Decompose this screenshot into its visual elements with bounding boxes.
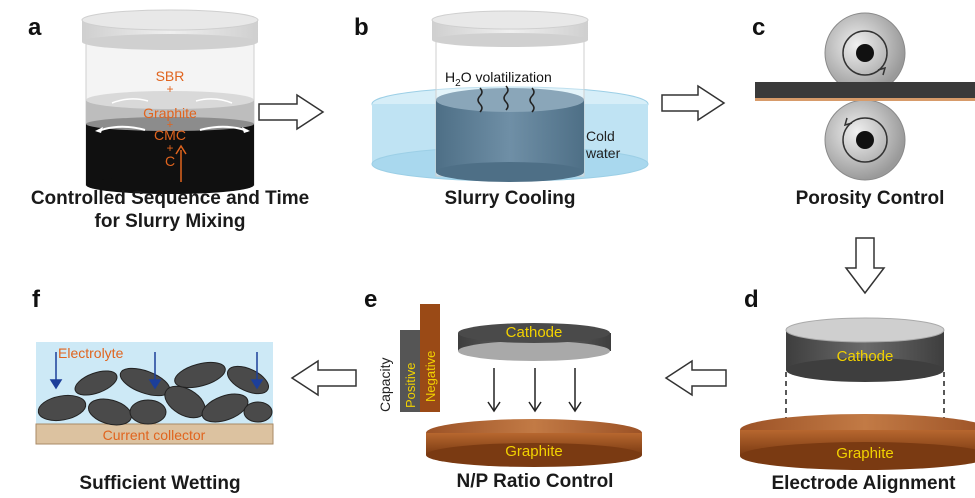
volatilization-label: H2O volatilization [445, 69, 552, 89]
cooling-bath: H2O volatilization Cold water [371, 10, 649, 182]
panel-letter-f: f [32, 286, 40, 313]
graphite-label: Graphite [836, 445, 894, 462]
plus-label: + [166, 82, 173, 96]
graphite-label: Graphite [505, 443, 563, 460]
caption-c: Porosity Control [795, 188, 945, 209]
negative-bar [420, 304, 440, 412]
caption-d: Electrode Alignment [771, 473, 956, 494]
panel-letter-a: a [28, 14, 42, 41]
caption-f: Sufficient Wetting [79, 473, 241, 494]
down-arrow-icon [844, 237, 886, 295]
left-arrow-icon [664, 359, 727, 397]
caption-a: Controlled Sequence and Time for Slurry … [10, 187, 330, 233]
plus-label: + [166, 141, 173, 155]
cathode-label: Cathode [506, 324, 563, 341]
cathode-label: Cathode [837, 348, 894, 365]
panel-letter-e: e [364, 286, 378, 313]
positive-label: Positive [403, 362, 418, 408]
capacity-label: Capacity [377, 358, 393, 412]
collector-label: Current collector [103, 427, 206, 443]
panel-letter-d: d [744, 286, 759, 313]
wetting-diagram: Electrolyte Current collector [35, 342, 274, 445]
panel-letter-b: b [354, 14, 369, 41]
right-arrow-icon [661, 84, 726, 122]
caption-a-line2: for Slurry Mixing [94, 211, 246, 232]
caption-e: N/P Ratio Control [456, 471, 614, 492]
caption-b: Slurry Cooling [444, 188, 576, 209]
sbr-label: SBR [156, 68, 185, 84]
calender-rollers [755, 12, 975, 181]
right-arrow-icon [258, 93, 325, 131]
alignment-stack: Cathode Graphite [740, 317, 975, 470]
caption-a-line1: Controlled Sequence and Time [30, 188, 310, 209]
cmc-label: CMC [154, 127, 186, 143]
np-ratio-diagram: Capacity Positive Negative Cathode Graph… [377, 304, 642, 467]
mixing-jar: SBR + Graphite + CMC + C [81, 9, 259, 194]
graphite-label: Graphite [143, 105, 197, 121]
cold-water-label: Cold [586, 128, 615, 144]
plus-label: + [167, 119, 173, 131]
left-arrow-icon [290, 359, 357, 397]
positive-bar [400, 330, 420, 412]
negative-label: Negative [423, 351, 438, 402]
c-label: C [165, 153, 175, 169]
electrolyte-label: Electrolyte [58, 345, 124, 361]
cold-water-label: water [585, 145, 621, 161]
panel-letter-c: c [752, 14, 766, 41]
